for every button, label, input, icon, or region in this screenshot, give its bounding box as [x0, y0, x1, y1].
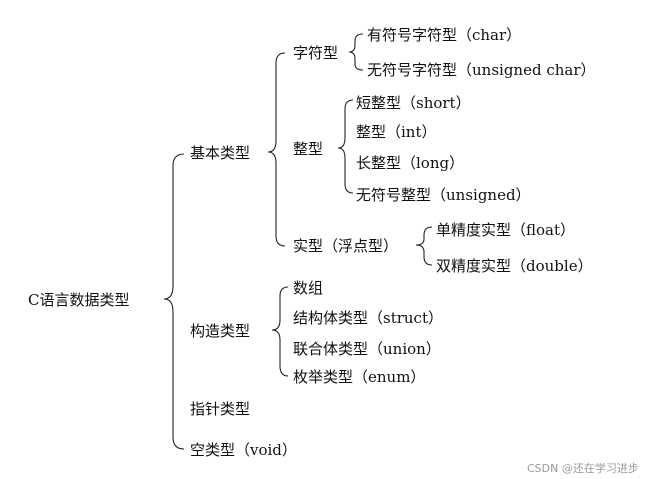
pointer-type-label: 指针类型	[190, 400, 250, 418]
char-brace	[348, 33, 364, 71]
void-type-label: 空类型（void）	[190, 441, 297, 459]
char-group-label: 字符型	[293, 44, 338, 62]
int-item: 长整型（long）	[356, 154, 464, 172]
root-label: C语言数据类型	[28, 291, 129, 309]
watermark: CSDN @还在学习进步	[527, 461, 639, 475]
constructed-brace	[271, 286, 289, 377]
char-item: 有符号字符型（char）	[367, 26, 521, 44]
int-brace	[337, 99, 354, 194]
real-brace	[415, 226, 433, 266]
root-brace	[163, 153, 185, 450]
int-item: 无符号整型（unsigned）	[356, 186, 531, 204]
real-item: 单精度实型（float）	[436, 221, 575, 239]
int-item: 整型（int）	[356, 123, 437, 141]
constructed-type-label: 构造类型	[190, 322, 250, 340]
basic-type-label: 基本类型	[190, 144, 250, 162]
int-item: 短整型（short）	[356, 94, 471, 112]
int-group-label: 整型	[293, 140, 323, 158]
basic-brace	[267, 52, 286, 247]
constructed-item: 枚举类型（enum）	[293, 368, 425, 386]
real-group-label: 实型（浮点型）	[293, 237, 398, 255]
char-item: 无符号字符型（unsigned char）	[367, 61, 596, 79]
real-item: 双精度实型（double）	[436, 257, 593, 275]
constructed-item: 数组	[293, 279, 323, 297]
constructed-item: 结构体类型（struct）	[293, 309, 443, 327]
constructed-item: 联合体类型（union）	[293, 340, 441, 358]
